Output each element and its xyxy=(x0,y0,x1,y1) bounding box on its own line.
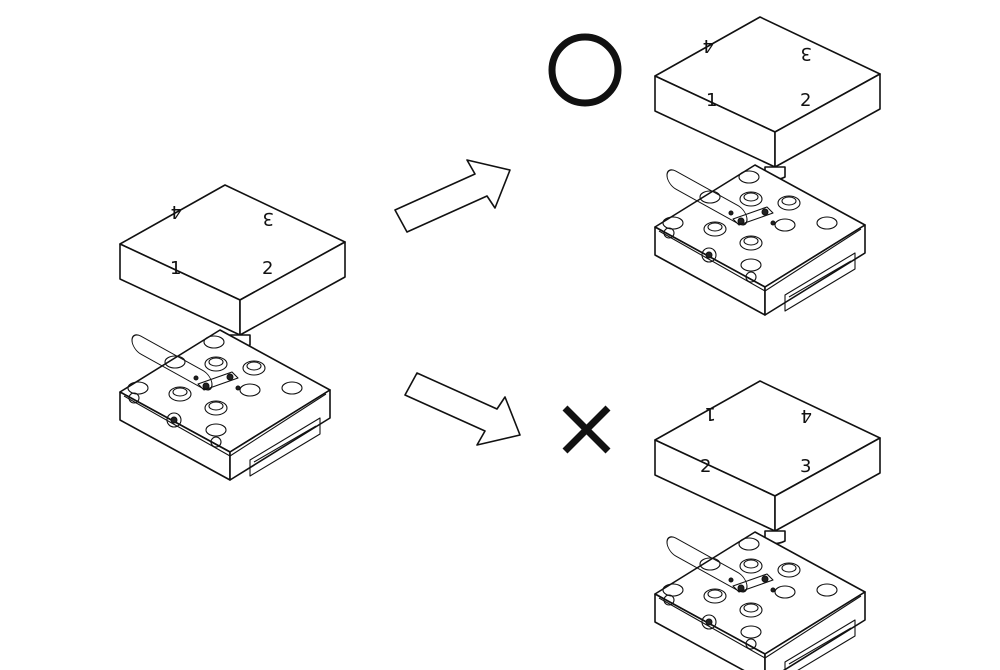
label-3: 3 xyxy=(263,208,274,229)
correct-symbol xyxy=(548,33,622,107)
incorrect-assembly: 1 4 2 3 xyxy=(654,380,881,670)
left-block xyxy=(119,184,346,349)
correct-assembly: 4 3 1 2 xyxy=(654,16,881,316)
label-1: 1 xyxy=(705,403,716,424)
incorrect-block xyxy=(654,380,881,545)
label-2: 2 xyxy=(700,456,711,477)
incorrect-plate xyxy=(654,531,866,670)
label-1: 1 xyxy=(706,90,717,111)
correct-block-labels: 4 3 1 2 xyxy=(703,35,812,111)
left-plate xyxy=(119,329,331,481)
arrow-down xyxy=(404,372,521,446)
label-4: 4 xyxy=(703,35,714,56)
incorrect-block-labels: 1 4 2 3 xyxy=(700,403,812,477)
correct-plate xyxy=(654,164,866,316)
label-3: 3 xyxy=(800,456,811,477)
label-3: 3 xyxy=(801,43,812,64)
arrow-up xyxy=(394,159,511,233)
label-2: 2 xyxy=(800,90,811,111)
left-block-labels: 4 3 1 2 xyxy=(170,201,274,279)
left-assembly: 4 3 1 2 xyxy=(119,184,346,481)
label-2: 2 xyxy=(262,258,273,279)
label-4: 4 xyxy=(801,405,812,426)
label-4: 4 xyxy=(171,201,182,222)
incorrect-symbol xyxy=(562,405,611,454)
label-1: 1 xyxy=(170,258,181,279)
correct-block xyxy=(654,16,881,181)
